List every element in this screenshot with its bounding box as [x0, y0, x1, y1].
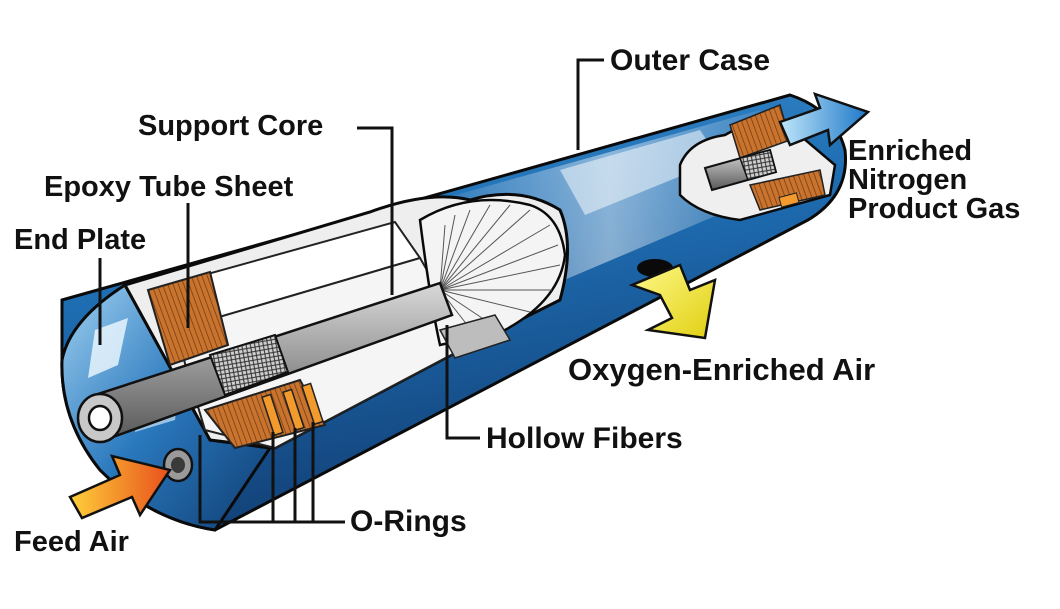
outer-case-leader: [576, 58, 604, 150]
outer-case-label: Outer Case: [610, 44, 771, 77]
epoxy-tube-sheet-label: Epoxy Tube Sheet: [44, 171, 294, 203]
hollow-fibers-label: Hollow Fibers: [486, 422, 683, 455]
oxygen-enriched-air-label: Oxygen-Enriched Air: [568, 352, 876, 387]
product-gas-arrow: [778, 91, 871, 148]
support-core: [76, 281, 454, 444]
oxygen-enriched-air-arrow: [628, 263, 717, 340]
hollow-fibers-leader: [445, 325, 480, 440]
support-core-leader: [357, 126, 394, 295]
o-rings-label: O-Rings: [350, 505, 467, 538]
o-rings-leader: [198, 435, 345, 524]
support-core-label: Support Core: [138, 110, 324, 142]
hollow-fibers: [418, 198, 567, 359]
end-plate-label: End Plate: [14, 224, 147, 256]
feed-air-arrow: [68, 454, 173, 520]
feed-air-label: Feed Air: [14, 526, 129, 558]
product-gas-label-line-3: Product Gas: [848, 193, 1021, 225]
product-gas-label-line-1: Enriched: [848, 135, 973, 167]
product-gas-label: Enriched Nitrogen Product Gas: [848, 137, 1020, 224]
leader-lines: [98, 58, 604, 524]
product-gas-label-line-2: Nitrogen: [848, 164, 968, 196]
feed-air-port: [162, 447, 194, 483]
o-rings: [261, 382, 324, 437]
